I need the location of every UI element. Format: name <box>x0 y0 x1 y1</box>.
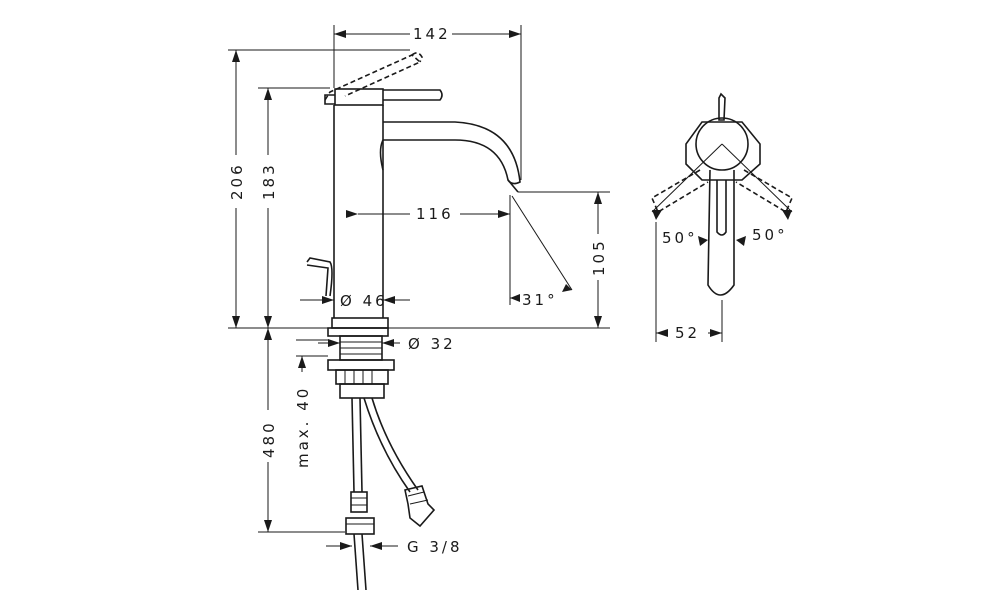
dimension-lines <box>228 25 610 550</box>
dim-width-52: 52 <box>675 324 700 342</box>
dim-angle-50-left: 50° <box>662 229 698 247</box>
dim-angle-50-right: 50° <box>752 226 788 244</box>
faucet-body <box>306 52 521 337</box>
dim-diameter-46: Ø 46 <box>340 292 388 310</box>
dim-length-480: 480 <box>260 420 278 458</box>
dim-max-40: max. 40 <box>294 386 312 468</box>
dim-height-206: 206 <box>228 162 246 200</box>
dim-height-183: 183 <box>260 162 278 200</box>
top-view <box>650 92 794 342</box>
hoses <box>345 397 436 591</box>
dim-diameter-32: Ø 32 <box>408 335 456 353</box>
dim-width-142: 142 <box>413 25 451 43</box>
dim-height-105: 105 <box>590 238 608 276</box>
mounting-thread <box>327 335 395 399</box>
dim-reach-116: 116 <box>416 205 454 223</box>
dim-thread-g38: G 3/8 <box>407 538 463 556</box>
dim-angle-31: 31° <box>522 291 558 309</box>
